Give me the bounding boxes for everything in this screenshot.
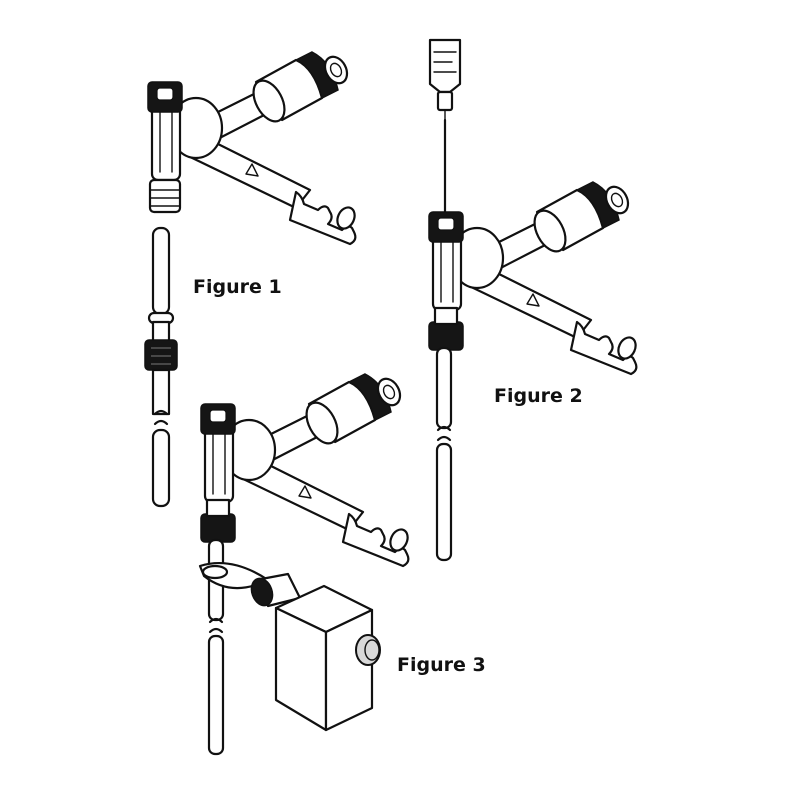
figure-3-label: Figure 3	[397, 654, 486, 676]
figure-1-stopcock	[146, 50, 359, 246]
figure-1-glass-tube	[144, 226, 178, 508]
figure-3-septum-adapter	[198, 562, 302, 608]
figure-1-label: Figure 1	[193, 276, 282, 298]
figure-2-syringe	[428, 38, 462, 216]
figure-2-glass-tube	[435, 346, 453, 562]
figure-2-stopcock	[427, 180, 640, 376]
figure-3-gauge-box	[274, 584, 381, 732]
figure-2-label: Figure 2	[494, 385, 583, 407]
figure-3-stopcock	[199, 372, 412, 568]
